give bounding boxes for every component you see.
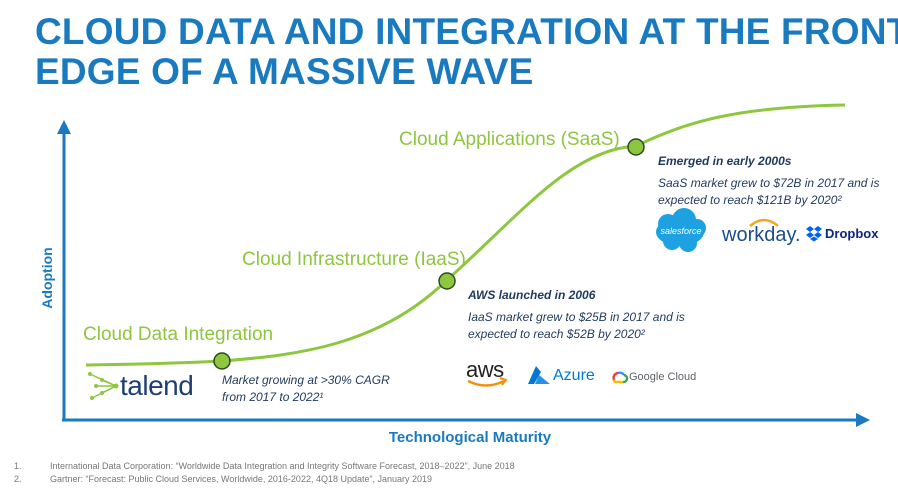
aws-smile-arrow (499, 377, 508, 386)
dropbox-logo: Dropbox (825, 226, 879, 241)
note-saas-line-2: expected to reach $121B by 2020² (658, 193, 842, 207)
y-axis-arrowhead (57, 120, 71, 134)
x-axis-arrowhead (856, 413, 870, 427)
milestone-dot-integration (213, 352, 231, 370)
footnote-2-number: 2. (14, 474, 22, 484)
dropbox-icon (806, 226, 822, 242)
note-saas-heading: Emerged in early 2000s (658, 154, 792, 168)
stage-label-saas: Cloud Applications (SaaS) (399, 129, 620, 150)
note-integration-line-1: Market growing at >30% CAGR (222, 373, 390, 387)
stage-label-integration: Cloud Data Integration (83, 324, 274, 345)
title-line-2: EDGE OF A MASSIVE WAVE (35, 51, 534, 92)
note-iaas: AWS launched in 2006 IaaS market grew to… (468, 287, 685, 343)
salesforce-logo: salesforce (660, 226, 702, 236)
note-saas: Emerged in early 2000s SaaS market grew … (658, 153, 879, 209)
note-integration: Market growing at >30% CAGR from 2017 to… (222, 372, 390, 406)
google-cloud-icon (612, 371, 629, 384)
s-curve (85, 103, 846, 367)
x-axis-label: Technological Maturity (388, 429, 552, 446)
note-iaas-line-2: expected to reach $52B by 2020² (468, 327, 645, 341)
footnote-1-text: International Data Corporation: “Worldwi… (50, 461, 515, 471)
note-integration-line-2: from 2017 to 2022¹ (222, 390, 324, 404)
note-saas-line-1: SaaS market grew to $72B in 2017 and is (658, 176, 880, 190)
footnote-1-number: 1. (14, 461, 22, 471)
aws-smile-icon (467, 379, 505, 387)
workday-arc-icon (749, 218, 779, 227)
salesforce-cloud-icon (656, 208, 706, 252)
footnote-2-text: Gartner: “Forecast: Public Cloud Service… (50, 474, 433, 484)
title-line-1: CLOUD DATA AND INTEGRATION AT THE FRONT (35, 11, 898, 52)
note-iaas-line-1: IaaS market grew to $25B in 2017 and is (468, 310, 685, 324)
footnotes: 1. International Data Corporation: “World… (14, 460, 515, 486)
milestone-dot-saas (627, 138, 645, 156)
page-title: CLOUD DATA AND INTEGRATION AT THE FRONT … (35, 11, 898, 92)
google-cloud-logo: Google Cloud (629, 371, 697, 383)
workday-logo: workday. (722, 224, 801, 246)
footnote-2: 2. Gartner: “Forecast: Public Cloud Servi… (14, 473, 515, 486)
y-axis-label: Adoption (39, 247, 55, 309)
stage-label-iaas: Cloud Infrastructure (IaaS) (242, 249, 466, 270)
azure-logo: Azure (553, 367, 595, 384)
note-iaas-heading: AWS launched in 2006 (468, 288, 596, 302)
milestone-dot-iaas (438, 272, 456, 290)
azure-icon (528, 366, 550, 384)
talend-logo: talend (120, 370, 194, 401)
footnote-1: 1. International Data Corporation: “World… (14, 460, 515, 473)
aws-logo: aws (466, 357, 504, 382)
talend-mark-icon (88, 372, 119, 400)
